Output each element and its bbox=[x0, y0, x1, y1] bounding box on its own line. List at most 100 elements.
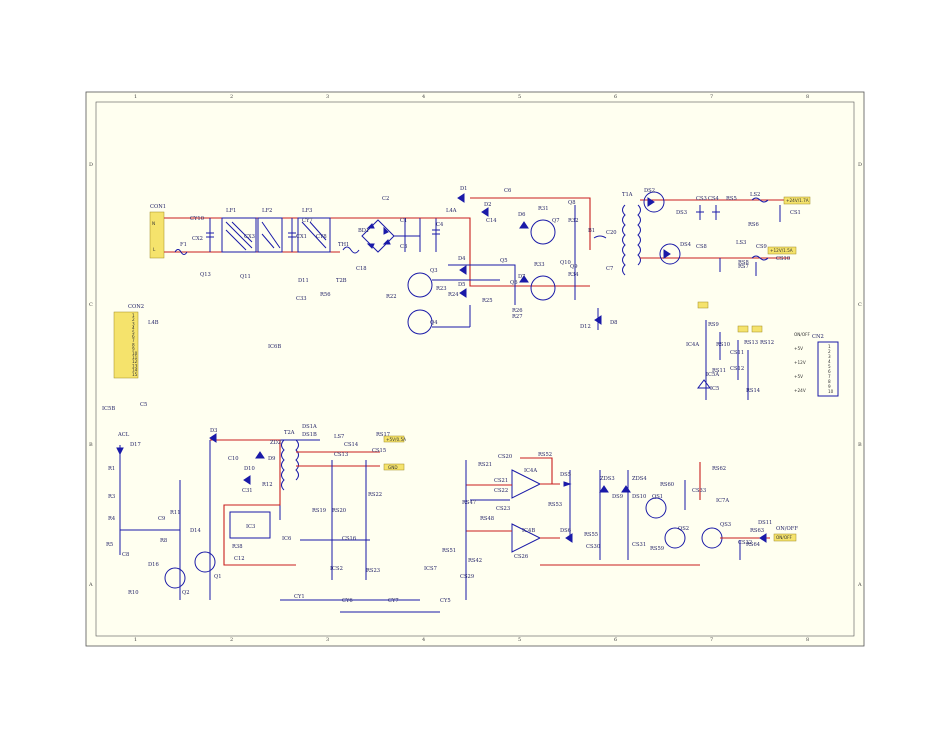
ref-ic5b: IC5B bbox=[102, 406, 115, 412]
ref-c6: C6 bbox=[504, 188, 511, 194]
driver-diodes bbox=[459, 221, 529, 298]
ref-rs12: RS12 bbox=[760, 340, 774, 346]
con1-pin-n: N bbox=[152, 221, 155, 226]
tag-5v-text: +5V/0.5A bbox=[386, 437, 406, 442]
ref-q5: Q5 bbox=[500, 258, 508, 264]
ref-q8: Q8 bbox=[568, 200, 576, 206]
opamp-wires bbox=[465, 460, 629, 600]
ref-d10: D10 bbox=[244, 466, 255, 472]
ref-cs9: CS9 bbox=[756, 244, 767, 250]
ref-cs8: CS8 bbox=[696, 244, 707, 250]
con1-connector bbox=[149, 211, 165, 259]
grid-column-6-top: 6 bbox=[614, 94, 617, 100]
ref-rs62: RS62 bbox=[712, 466, 726, 472]
ref-c8: C8 bbox=[122, 552, 129, 558]
ref-r32: R32 bbox=[568, 218, 579, 224]
opamp-traces bbox=[466, 457, 660, 566]
ref-r27: R27 bbox=[512, 314, 523, 320]
ref-cs16: CS16 bbox=[342, 536, 356, 542]
feedback-wires bbox=[300, 460, 370, 580]
q3-transistor bbox=[407, 272, 433, 298]
q1-transistor bbox=[194, 551, 216, 573]
d12-diode bbox=[594, 315, 602, 325]
ref-c2: C2 bbox=[382, 196, 389, 202]
cn2-net-2: +12V bbox=[794, 360, 806, 365]
d1-d2-diodes bbox=[457, 193, 489, 217]
ref-cs20: CS20 bbox=[498, 454, 512, 460]
con2-pin-9: 9 bbox=[132, 347, 135, 352]
driver-wires bbox=[432, 264, 516, 328]
ref-rs14: RS14 bbox=[746, 388, 761, 394]
bridge-diodes bbox=[366, 223, 391, 249]
ref-r12: R12 bbox=[262, 482, 273, 488]
ref-rs7: RS7 bbox=[738, 264, 749, 270]
ref-ic4ab: IC4A bbox=[524, 468, 537, 474]
con2-pin-12: 12 bbox=[132, 359, 138, 364]
ref-ds6: DS6 bbox=[560, 528, 571, 534]
ref-cs21: CS21 bbox=[494, 478, 508, 484]
ref-c1: C1 bbox=[400, 218, 407, 224]
ref-rs13: RS13 bbox=[744, 340, 758, 346]
standby-supply: +5V/0.5A GND bbox=[116, 433, 440, 613]
ref-rs11: RS11 bbox=[712, 368, 726, 374]
ref-cs12: CS12 bbox=[730, 366, 744, 372]
ref-c20: C20 bbox=[606, 230, 617, 236]
ref-r5: R5 bbox=[106, 542, 113, 548]
tag-24v bbox=[783, 196, 811, 205]
ref-rs23: RS23 bbox=[366, 568, 380, 574]
ref-cy8: CY8 bbox=[316, 234, 327, 240]
protection-opamps bbox=[465, 457, 660, 600]
ref-cs14: CS14 bbox=[344, 442, 359, 448]
ref-c33: C33 bbox=[296, 296, 307, 302]
ref-rs53: RS53 bbox=[548, 502, 562, 508]
ref-lf1: LF1 bbox=[226, 208, 236, 214]
standby-diodes bbox=[116, 433, 265, 485]
grid-row-D-left: D bbox=[89, 162, 93, 168]
cn2-net-3: +5V bbox=[794, 374, 803, 379]
ref-r22: R22 bbox=[386, 294, 397, 300]
ic4a-feedback bbox=[697, 301, 763, 400]
drawing-border bbox=[95, 101, 855, 637]
ref-cy7b: CY7 bbox=[388, 598, 399, 604]
qs1-transistor bbox=[645, 497, 667, 519]
ref-lf3: LF3 bbox=[302, 208, 312, 214]
con2-pin-7: 7 bbox=[132, 338, 135, 343]
con2-pin-1: 1 bbox=[132, 313, 135, 318]
grid-column-4-bottom: 4 bbox=[422, 637, 425, 643]
ref-f1: F1 bbox=[180, 242, 187, 248]
ref-cs4: CS4 bbox=[708, 196, 720, 202]
ref-ds4: DS4 bbox=[680, 242, 692, 248]
standby-wires bbox=[119, 439, 320, 600]
grid-row-A-right: A bbox=[857, 582, 862, 588]
ref-cx2: CX2 bbox=[192, 236, 203, 242]
ic4-opamps bbox=[511, 469, 542, 553]
ref-cx1: CX1 bbox=[296, 234, 307, 240]
ref-c9: C9 bbox=[158, 516, 165, 522]
ref-cs3: CS3 bbox=[696, 196, 707, 202]
grid-column-5-top: 5 bbox=[518, 94, 521, 100]
ref-ls3: LS3 bbox=[736, 240, 746, 246]
grid-column-6-bottom: 6 bbox=[614, 637, 617, 643]
con2-pin-4: 4 bbox=[132, 326, 135, 331]
grid-column-4-top: 4 bbox=[422, 94, 425, 100]
tag-gnd-text: GND bbox=[388, 465, 398, 470]
con2-pin-8: 8 bbox=[132, 342, 135, 347]
ref-q1: Q1 bbox=[214, 574, 222, 580]
fuse-symbol bbox=[174, 249, 188, 255]
con2-pin-6: 6 bbox=[132, 334, 135, 339]
con2-connector bbox=[113, 311, 139, 379]
ref-r34: R34 bbox=[568, 272, 579, 278]
ref-q4: Q4 bbox=[430, 320, 438, 326]
ref-d4: D4 bbox=[458, 256, 466, 262]
ref-rs51: RS51 bbox=[442, 548, 456, 554]
cn2-pin-3: 3 bbox=[828, 354, 831, 359]
ref-rs59: RS59 bbox=[650, 546, 664, 552]
ref-q10: Q10 bbox=[560, 260, 571, 266]
ref-l4a: L4A bbox=[446, 208, 457, 214]
ref-ds1b: DS1B bbox=[302, 432, 317, 438]
